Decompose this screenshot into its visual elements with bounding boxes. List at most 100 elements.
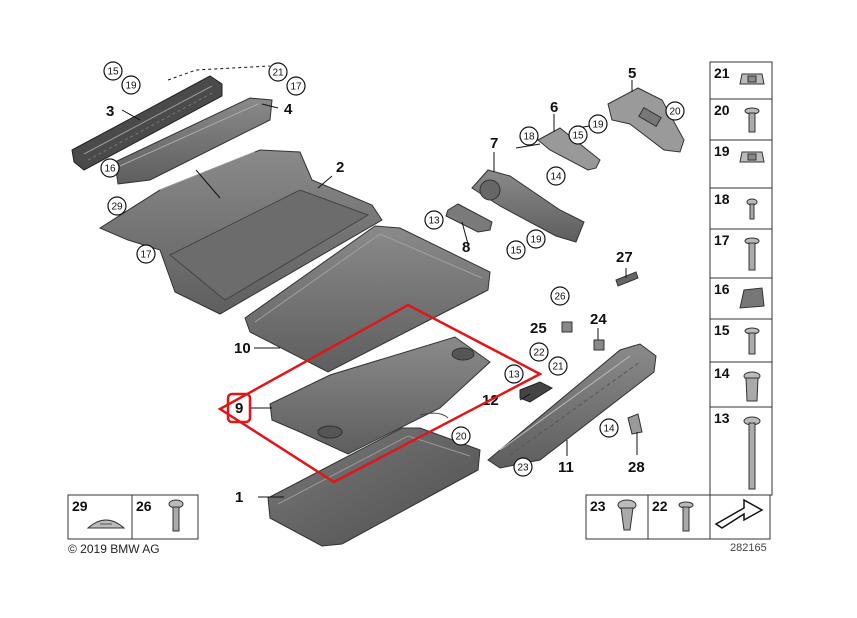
part-8-bracket — [445, 203, 493, 233]
callout-7: 7 — [490, 135, 498, 152]
highlight-marker — [226, 392, 252, 424]
circled-callout-15: 15 — [103, 61, 123, 81]
circled-callout-19: 19 — [121, 75, 141, 95]
part-4-trim-panel — [114, 97, 273, 185]
circled-callout-17: 17 — [286, 76, 306, 96]
svg-text:29: 29 — [111, 202, 123, 213]
circled-callout-29: 29 — [107, 196, 127, 216]
svg-text:19: 19 — [592, 120, 604, 131]
legend-19-label: 19 — [714, 143, 730, 159]
bolt-icon — [743, 416, 761, 490]
screw-icon — [744, 237, 760, 271]
clip-icon — [739, 287, 765, 309]
part-25-clip — [561, 321, 573, 333]
callout-24: 24 — [590, 311, 607, 328]
circled-callout-15: 15 — [506, 240, 526, 260]
screw-icon — [744, 107, 760, 133]
rivet-icon — [746, 198, 758, 220]
legend-13-label: 13 — [714, 410, 730, 426]
svg-text:17: 17 — [290, 82, 302, 93]
legend-22-label: 22 — [652, 498, 668, 514]
svg-text:13: 13 — [428, 216, 440, 227]
svg-text:15: 15 — [572, 131, 584, 142]
callout-11: 11 — [558, 459, 574, 476]
circled-callout-21: 21 — [268, 62, 288, 82]
part-12-pad — [519, 381, 554, 403]
circled-callout-16: 16 — [100, 158, 120, 178]
circled-callout-18: 18 — [519, 126, 539, 146]
nut-insert-icon — [743, 371, 761, 402]
push-rivet-icon — [617, 499, 637, 531]
circled-callout-19: 19 — [526, 229, 546, 249]
circled-callout-26: 26 — [550, 286, 570, 306]
document-id: 282165 — [730, 542, 767, 554]
svg-text:15: 15 — [510, 246, 522, 257]
circled-callout-14: 14 — [546, 166, 566, 186]
cap-icon — [86, 519, 126, 529]
part-10-cover — [244, 225, 491, 373]
circled-callout-20: 20 — [665, 101, 685, 121]
legend-bottom-right: 23 22 — [585, 494, 771, 540]
callout-6: 6 — [550, 99, 558, 116]
copyright-text: © 2019 BMW AG — [68, 542, 160, 556]
part-3-rail — [71, 75, 223, 171]
part-9-floor-panel — [269, 336, 491, 455]
part-24-clip — [593, 339, 605, 351]
legend-23-label: 23 — [590, 498, 606, 514]
svg-text:20: 20 — [455, 432, 467, 443]
legend-bottom-left: 29 26 — [67, 494, 199, 540]
circled-callout-21: 21 — [548, 356, 568, 376]
svg-text:19: 19 — [125, 81, 137, 92]
circled-callout-13: 13 — [504, 364, 524, 384]
circled-callout-14: 14 — [599, 418, 619, 438]
callout-27: 27 — [616, 249, 633, 266]
legend-15-label: 15 — [714, 322, 730, 338]
svg-text:26: 26 — [554, 292, 566, 303]
screw-icon — [168, 499, 184, 532]
svg-text:18: 18 — [523, 132, 535, 143]
screw-icon — [744, 327, 760, 355]
part-7-bracket — [471, 169, 585, 243]
part-1-mat — [267, 427, 481, 547]
legend-26-label: 26 — [136, 498, 152, 514]
part-11-sill — [487, 343, 657, 469]
callout-1: 1 — [235, 489, 243, 506]
svg-text:21: 21 — [272, 68, 284, 79]
callout-4: 4 — [284, 101, 293, 118]
legend-16-label: 16 — [714, 281, 730, 297]
part-28-bracket — [627, 413, 643, 435]
plain-callouts: 1 2 3 4 5 6 7 8 9 10 11 12 24 27 28 — [106, 65, 645, 506]
svg-text:14: 14 — [550, 172, 562, 183]
svg-text:14: 14 — [603, 424, 615, 435]
highlight-outline — [217, 303, 543, 484]
svg-text:23: 23 — [517, 463, 529, 474]
legend-14-label: 14 — [714, 365, 730, 381]
circled-callout-23: 23 — [513, 457, 533, 477]
svg-text:21: 21 — [552, 362, 564, 373]
legend-17-label: 17 — [714, 232, 730, 248]
callout-28: 28 — [628, 459, 645, 476]
legend-29-label: 29 — [72, 498, 88, 514]
circled-callout-19: 19 — [588, 114, 608, 134]
screw-icon — [678, 501, 694, 532]
circled-callout-15: 15 — [568, 125, 588, 145]
circled-callout-13: 13 — [424, 210, 444, 230]
circled-callout-20: 20 — [451, 426, 471, 446]
leader-lines — [121, 65, 638, 498]
callout-3: 3 — [106, 103, 114, 120]
part-5-mechanism — [607, 87, 685, 153]
svg-text:20: 20 — [669, 107, 681, 118]
callout-9: 9 — [235, 400, 243, 417]
part-2-floor-tray — [98, 149, 383, 315]
callout-25: 25 — [530, 320, 547, 337]
callout-8: 8 — [462, 239, 470, 256]
svg-text:19: 19 — [530, 235, 542, 246]
legend-20-label: 20 — [714, 102, 730, 118]
clip-nut-icon — [739, 151, 765, 163]
svg-text:22: 22 — [533, 348, 545, 359]
direction-arrow-icon — [714, 498, 764, 529]
svg-text:13: 13 — [508, 370, 520, 381]
clip-nut-icon — [739, 73, 765, 85]
